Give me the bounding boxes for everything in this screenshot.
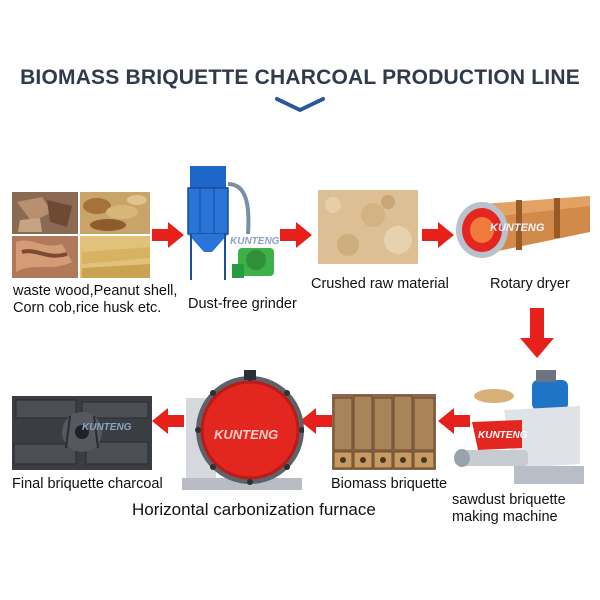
step-label-furnace: Horizontal carbonization furnace [132, 500, 376, 520]
flow-arrow-left-icon [152, 408, 184, 434]
step-label-biomass-briquette: Biomass briquette [331, 476, 447, 493]
flow-arrow-down-icon [520, 308, 554, 358]
page-title: BIOMASS BRIQUETTE CHARCOAL PRODUCTION LI… [20, 66, 580, 89]
label-line: Biomass briquette [331, 476, 448, 492]
label-line: Final briquette charcoal [12, 476, 163, 492]
label-line: making machine [452, 509, 558, 525]
flow-arrow-left-icon [438, 408, 470, 434]
rotary-dryer [454, 192, 594, 270]
watermark-text: KUNTENG [214, 427, 279, 442]
flow-arrow-right-icon [422, 222, 454, 248]
flow-arrow-left-icon [300, 408, 332, 434]
watermark-text: KUNTENG [490, 222, 545, 234]
carbonization-furnace [180, 370, 305, 494]
step-label-crushed: Crushed raw material [311, 276, 449, 293]
watermark-text: KUNTENG [82, 422, 132, 433]
flow-arrow-right-icon [280, 222, 312, 248]
flow-arrow-right-icon [152, 222, 184, 248]
raw-materials-photo [12, 192, 150, 278]
biomass-briquettes [332, 394, 436, 470]
briquette-making-machine [452, 370, 592, 490]
step-label-briquette-machine: sawdust briquette making machine [452, 492, 566, 526]
step-label-grinder: Dust-free grinder [188, 296, 297, 313]
dust-free-grinder [186, 164, 276, 282]
chevron-down-icon [275, 97, 325, 112]
step-label-dryer: Rotary dryer [490, 276, 570, 293]
label-line: Crushed raw material [311, 276, 449, 292]
watermark-text: KUNTENG [478, 430, 528, 441]
label-line: Rotary dryer [490, 276, 570, 292]
step-label-raw-materials: waste wood,Peanut shell, Corn cob,rice h… [13, 283, 177, 317]
label-line: sawdust briquette [452, 492, 566, 508]
step-label-charcoal: Final briquette charcoal [12, 476, 163, 493]
label-line: Dust-free grinder [188, 296, 297, 312]
label-line: waste wood,Peanut shell, [13, 283, 178, 299]
charcoal-briquettes [12, 396, 152, 470]
sawdust-pile [318, 190, 418, 264]
label-line: Corn cob,rice husk etc. [13, 300, 162, 316]
watermark-text: KUNTENG [230, 236, 280, 247]
label-line: Horizontal carbonization furnace [132, 500, 376, 519]
